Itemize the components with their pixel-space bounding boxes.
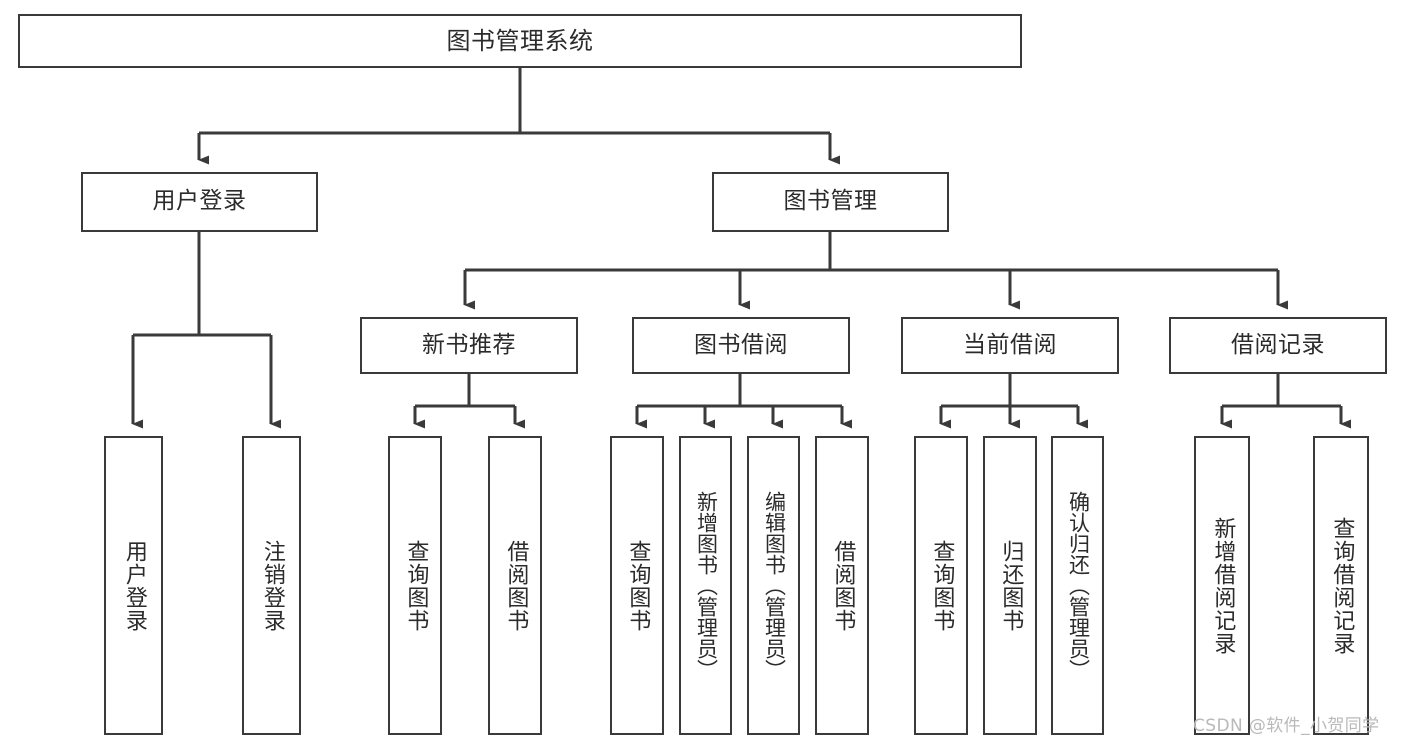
node-new-book-recommend[interactable]: 新书推荐 (360, 317, 578, 374)
leaf-record-add-borrow-record[interactable]: 新增借阅记录 (1194, 436, 1250, 735)
node-borrow-record[interactable]: 借阅记录 (1169, 317, 1387, 374)
node-book-management[interactable]: 图书管理 (712, 172, 949, 232)
leaf-borrow-edit-book-admin[interactable]: 编辑图书（管理员） (747, 436, 800, 735)
leaf-user-login[interactable]: 用户登录 (104, 436, 163, 735)
csdn-watermark: CSDN @软件_小贺同学 (1193, 716, 1380, 736)
leaf-borrow-add-book-admin[interactable]: 新增图书（管理员） (679, 436, 732, 735)
leaf-borrow-query-book[interactable]: 查询图书 (610, 436, 664, 735)
leaf-newbook-borrow-book[interactable]: 借阅图书 (488, 436, 542, 735)
leaf-current-query-book[interactable]: 查询图书 (914, 436, 968, 735)
node-root-system[interactable]: 图书管理系统 (18, 14, 1022, 68)
leaf-borrow-borrow-book[interactable]: 借阅图书 (815, 436, 869, 735)
node-current-borrow[interactable]: 当前借阅 (901, 317, 1119, 374)
leaf-newbook-query-book[interactable]: 查询图书 (388, 436, 442, 735)
node-user-login[interactable]: 用户登录 (81, 172, 318, 232)
node-book-borrow[interactable]: 图书借阅 (632, 317, 850, 374)
leaf-current-return-book[interactable]: 归还图书 (983, 436, 1037, 735)
leaf-record-query-borrow-record[interactable]: 查询借阅记录 (1313, 436, 1369, 735)
leaf-current-confirm-return-admin[interactable]: 确认归还（管理员） (1051, 436, 1104, 735)
leaf-user-logout[interactable]: 注销登录 (242, 436, 301, 735)
